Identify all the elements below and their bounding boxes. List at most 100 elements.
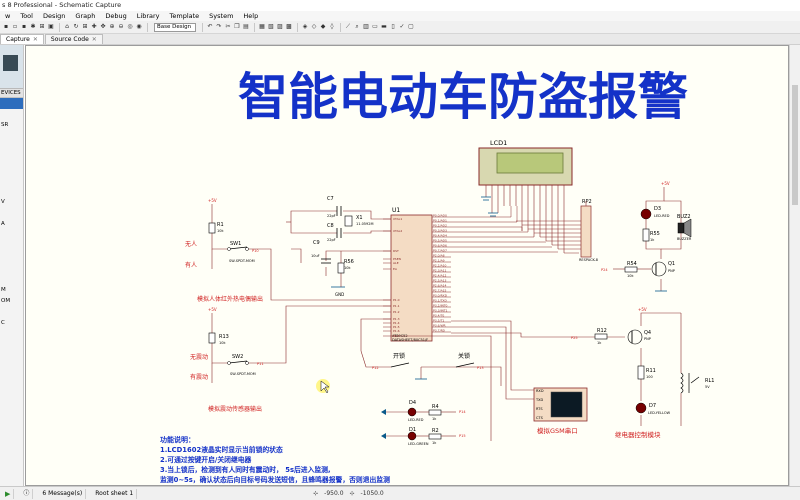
- list-item[interactable]: [0, 186, 23, 197]
- gear-icon[interactable]: ✱: [30, 23, 36, 30]
- refresh-icon[interactable]: ↻: [73, 23, 79, 30]
- list-item[interactable]: [0, 307, 23, 318]
- gsm-module[interactable]: RXD TXD RTS CTS 模拟GSM串口: [533, 387, 588, 435]
- tab-source-code[interactable]: Source Code ✕: [44, 34, 103, 44]
- capacitor-c8[interactable]: C8 22pF: [327, 223, 342, 242]
- relay-rl1[interactable]: RL1 5V: [680, 372, 714, 394]
- list-item[interactable]: [0, 208, 23, 219]
- info-icon[interactable]: ⓘ: [20, 488, 34, 499]
- schematic-drawing[interactable]: 智能电动车防盗报警 LCD1 U1 AT89C52 DATASHEET/80C5…: [26, 46, 789, 486]
- pan-icon[interactable]: ✥: [100, 23, 106, 30]
- image-icon[interactable]: ▣: [48, 23, 54, 30]
- tab-schematic-capture[interactable]: Capture ✕: [0, 34, 44, 44]
- cut-icon[interactable]: ✂: [225, 23, 231, 30]
- decompose-icon[interactable]: ◊: [330, 23, 334, 30]
- menu-help[interactable]: Help: [243, 12, 259, 20]
- zoom-all-icon[interactable]: ◎: [127, 23, 133, 30]
- close-icon[interactable]: ✕: [91, 35, 97, 43]
- block-rotate-icon[interactable]: ▨: [277, 23, 283, 30]
- bom-icon[interactable]: ▯: [391, 23, 395, 30]
- menu-design[interactable]: Design: [42, 12, 66, 20]
- led-d1[interactable]: D1 LED-GREEN: [407, 427, 429, 446]
- pcb-icon[interactable]: ▢: [408, 23, 414, 30]
- copy-icon[interactable]: ❐: [234, 23, 240, 30]
- led-d3[interactable]: D3 LED-RED: [640, 206, 670, 220]
- menu-view[interactable]: w: [5, 12, 11, 20]
- property-icon[interactable]: ▥: [363, 23, 369, 30]
- led-d7[interactable]: D7 LED-YELLOW: [635, 402, 671, 415]
- wire-autoroute-icon[interactable]: ⟋: [345, 23, 351, 30]
- pick-device-icon[interactable]: ◈: [302, 23, 308, 30]
- vertical-scrollbar[interactable]: [789, 45, 800, 486]
- menu-library[interactable]: Library: [136, 12, 160, 20]
- sheet-icon[interactable]: ▭: [372, 23, 378, 30]
- transistor-q4[interactable]: Q4 PNP: [627, 329, 651, 345]
- undo-icon[interactable]: ↶: [207, 23, 213, 30]
- switch-sw2[interactable]: SW2 SW-SPDT-MOM: [227, 354, 256, 376]
- list-item[interactable]: [0, 263, 23, 274]
- zoom-in-icon[interactable]: ⊕: [109, 23, 115, 30]
- led-d4[interactable]: D4 LED-RED: [407, 400, 424, 422]
- menu-debug[interactable]: Debug: [105, 12, 127, 20]
- overview-preview[interactable]: [0, 45, 23, 89]
- home-icon[interactable]: ⌂: [65, 23, 69, 30]
- redo-icon[interactable]: ↷: [216, 23, 222, 30]
- package-icon[interactable]: ◆: [320, 23, 326, 30]
- menu-template[interactable]: Template: [169, 12, 200, 20]
- list-item[interactable]: [0, 109, 23, 120]
- print-icon[interactable]: ▪: [21, 23, 27, 30]
- button-close-lock[interactable]: 关锁: [455, 352, 475, 368]
- list-item[interactable]: SR: [1, 122, 9, 128]
- block-move-icon[interactable]: ▧: [268, 23, 274, 30]
- menu-graph[interactable]: Graph: [75, 12, 96, 20]
- block-copy-icon[interactable]: ▦: [259, 23, 265, 30]
- menu-system[interactable]: System: [209, 12, 234, 20]
- grid-toggle-icon[interactable]: ⊞: [82, 23, 88, 30]
- list-item[interactable]: [0, 175, 23, 186]
- resistor-r56[interactable]: R56 10k: [337, 259, 354, 274]
- list-item[interactable]: [0, 131, 23, 142]
- close-icon[interactable]: ✕: [32, 35, 38, 43]
- grid-icon[interactable]: ⊞: [39, 23, 45, 30]
- save-icon[interactable]: ▪: [3, 23, 9, 30]
- search-icon[interactable]: ⌕: [355, 23, 359, 30]
- style-select[interactable]: Base Design: [154, 22, 196, 32]
- resistor-r1[interactable]: R1 10k: [208, 222, 224, 234]
- buzzer-buz2[interactable]: BUZ2 BUZZER: [677, 214, 692, 241]
- resistor-r55[interactable]: R55 1k: [642, 228, 660, 242]
- list-item[interactable]: [0, 98, 23, 109]
- list-item[interactable]: A: [1, 221, 5, 227]
- transistor-q1[interactable]: Q1 PNP: [651, 261, 675, 277]
- make-device-icon[interactable]: ◇: [311, 23, 317, 30]
- folder-icon[interactable]: ▫: [12, 23, 18, 30]
- origin-icon[interactable]: ✚: [91, 23, 97, 30]
- erc-icon[interactable]: ✓: [399, 23, 405, 30]
- list-item[interactable]: [0, 252, 23, 263]
- button-open-lock[interactable]: 开锁: [390, 352, 410, 368]
- zoom-out-icon[interactable]: ⊖: [118, 23, 124, 30]
- list-item[interactable]: V: [1, 199, 5, 205]
- play-icon[interactable]: ▶: [2, 488, 15, 499]
- resistor-r54[interactable]: R54 10k: [624, 261, 638, 278]
- zoom-area-icon[interactable]: ◉: [136, 23, 142, 30]
- resistor-pack-rp2[interactable]: RP2 RESPACK-8: [579, 199, 598, 262]
- scrollbar-thumb[interactable]: [792, 85, 798, 205]
- resistor-r12[interactable]: R12 1k: [594, 328, 608, 345]
- resistor-r4[interactable]: R4 1k: [428, 404, 442, 421]
- list-item[interactable]: OM: [1, 298, 11, 304]
- list-item[interactable]: [0, 241, 23, 252]
- resistor-r11[interactable]: R11 100: [637, 365, 656, 380]
- list-item[interactable]: [0, 142, 23, 153]
- paste-icon[interactable]: ▤: [243, 23, 249, 30]
- lcd-module[interactable]: LCD1: [478, 139, 573, 186]
- capacitor-c9[interactable]: C9 10uF: [311, 240, 331, 264]
- netlist-icon[interactable]: ▬: [381, 23, 387, 30]
- list-item[interactable]: M: [1, 287, 6, 293]
- list-item[interactable]: [0, 153, 23, 164]
- crystal-x1[interactable]: X1 11.0592M: [344, 215, 374, 227]
- block-delete-icon[interactable]: ▩: [286, 23, 292, 30]
- switch-sw1[interactable]: SW1 SW-SPDT-MOM: [227, 241, 255, 263]
- resistor-r13[interactable]: R13 10k: [208, 332, 229, 345]
- list-item[interactable]: [0, 164, 23, 175]
- list-item[interactable]: C: [1, 320, 5, 326]
